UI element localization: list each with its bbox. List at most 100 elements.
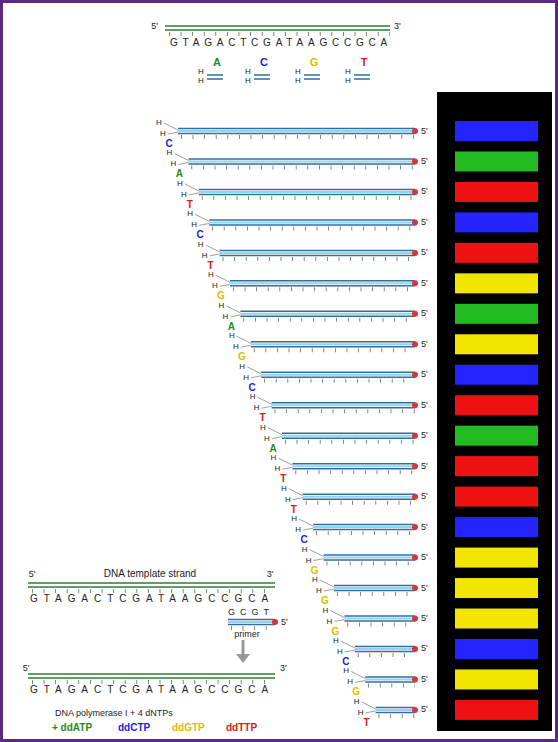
hydrogen: H [156, 119, 162, 127]
nucleotide-letter: G [311, 566, 319, 576]
fragment-strand [261, 374, 415, 376]
bond-line [324, 589, 334, 591]
ddntp-icon [254, 74, 270, 76]
fragment-strand [365, 678, 415, 680]
fragment-strand [292, 463, 415, 465]
hydrogen: H [312, 576, 318, 584]
bond-line [258, 397, 272, 404]
base-ticks [32, 680, 275, 684]
bond-line [289, 489, 303, 496]
base-ticks [316, 531, 415, 535]
ddntp-icon [354, 74, 370, 76]
base-ticks [223, 257, 415, 261]
base-ticks [254, 348, 415, 352]
gel-band [455, 426, 538, 446]
bond-line [282, 467, 292, 469]
bond-line [314, 559, 324, 561]
gel-band [455, 456, 538, 476]
gel-band [455, 212, 538, 232]
ddntp-icon [207, 78, 223, 80]
fragment-strand [199, 194, 415, 196]
bond-line [178, 162, 188, 164]
reagent-note: DNA polymerase I + 4 dNTPs [55, 709, 173, 718]
gel-band [455, 151, 538, 171]
fragment-strand [376, 712, 415, 714]
strand-end: 5' [421, 523, 428, 532]
hydrogen: H [295, 526, 301, 534]
fragment-strand [313, 524, 415, 526]
bond-line [251, 376, 261, 378]
strand-end: 5' [421, 340, 428, 349]
fragment-strand [344, 620, 415, 622]
end-dot [412, 646, 418, 652]
hydrogen: H [198, 77, 204, 85]
hydrogen: H [239, 363, 245, 371]
gel-band [455, 243, 538, 263]
strand-end: 5' [421, 218, 428, 227]
gel-band [455, 517, 538, 537]
hydrogen: H [295, 68, 301, 76]
fragment-strand [334, 590, 415, 592]
fragment-strand [199, 191, 415, 193]
end-dot [412, 189, 418, 195]
fragment-strand [251, 343, 415, 345]
bond-line [320, 580, 334, 587]
base-ticks [181, 135, 415, 139]
sequence: GTAGACTCGATAAGCCGCA [170, 38, 392, 48]
strand-end: 5' [421, 492, 428, 501]
gel-band [455, 639, 538, 659]
fragment-strand [230, 285, 415, 287]
gel-band [455, 121, 538, 141]
nucleotide-letter: C [342, 657, 349, 667]
end-dot [412, 402, 418, 408]
ddntp-icon [304, 78, 320, 80]
bond-line [278, 458, 292, 465]
end-dot [412, 463, 418, 469]
fragment-strand [209, 224, 415, 226]
bond-line [195, 214, 209, 221]
fragment-strand [178, 133, 415, 135]
bond-line [299, 519, 313, 526]
hydrogen: H [233, 343, 239, 351]
fragment-strand [251, 346, 415, 348]
process-arrow [242, 640, 245, 654]
base-ticks [32, 589, 275, 593]
strand-end: 5' [421, 614, 428, 623]
hydrogen: H [191, 221, 197, 229]
nucleotide-letter: T [187, 200, 193, 210]
fragment-strand [365, 681, 415, 683]
nucleotide-letter: T [208, 261, 214, 271]
gel-band [455, 487, 538, 507]
fragment-strand [178, 130, 415, 132]
fragment-strand [355, 651, 415, 653]
bond-line [210, 254, 220, 256]
fragment-strand [344, 615, 415, 617]
strand-end: 5' [29, 570, 36, 579]
fragment-strand [240, 311, 415, 313]
strand-end: 5' [421, 187, 428, 196]
strand-end: 5' [281, 618, 288, 627]
end-dot [412, 372, 418, 378]
hydrogen: H [354, 698, 360, 706]
gel-band [455, 609, 538, 629]
nucleotide-letter: C [165, 139, 172, 149]
bond-line [341, 641, 355, 648]
strand-end: 5' [421, 462, 428, 471]
gel-band [455, 182, 538, 202]
end-dot [412, 219, 418, 225]
fragment-strand [334, 585, 415, 587]
hydrogen: H [316, 587, 322, 595]
bond-line [330, 611, 344, 618]
fragment-strand [209, 219, 415, 221]
hydrogen: H [306, 557, 312, 565]
fragment-strand [282, 432, 415, 434]
ddntp-icon [304, 74, 320, 76]
hydrogen: H [275, 465, 281, 473]
nucleotide-letter: A [213, 57, 221, 68]
bond-line [268, 428, 282, 435]
fragment-strand [220, 250, 415, 252]
fragment-strand [376, 707, 415, 709]
end-dot [412, 676, 418, 682]
base-ticks [295, 470, 415, 474]
